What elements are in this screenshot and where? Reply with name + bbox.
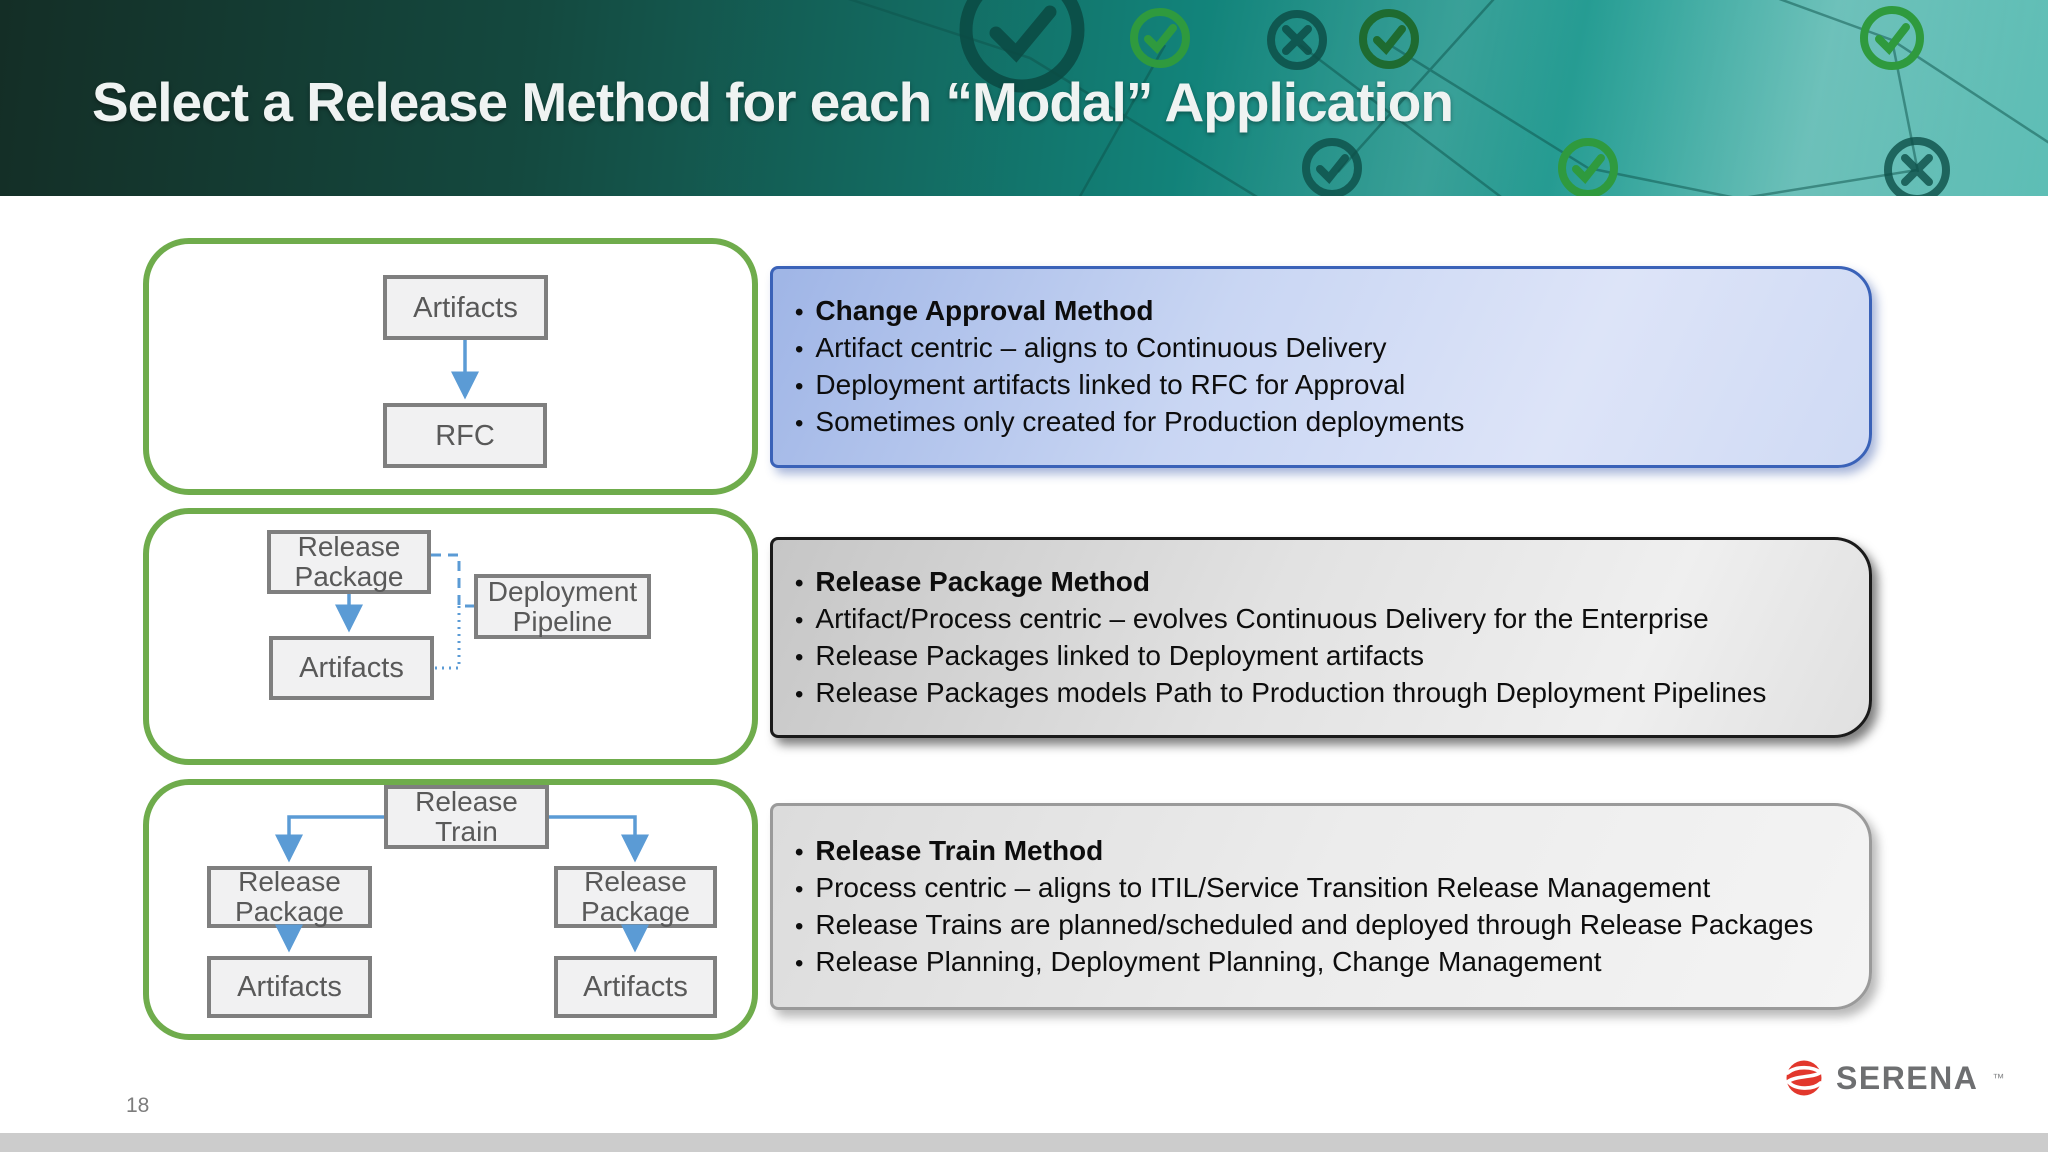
check-icon	[1130, 8, 1190, 68]
node-rfc: RFC	[383, 403, 547, 468]
bullet-item: Process centric – aligns to ITIL/Service…	[793, 870, 1869, 907]
header-network-graphic	[848, 0, 2048, 196]
bullet-item: Sometimes only created for Production de…	[793, 404, 1869, 441]
x-icon	[1267, 10, 1327, 70]
check-icon	[1860, 6, 1924, 70]
bullet-item: Release Packages models Path to Producti…	[793, 675, 1869, 712]
check-icon	[1302, 138, 1362, 196]
trademark-symbol: ™	[1992, 1071, 2005, 1085]
bullet-item: Artifact centric – aligns to Continuous …	[793, 330, 1869, 367]
header-banner: Select a Release Method for each “Modal”…	[0, 0, 2048, 196]
diagram-card-release-package: Release Package Deployment Pipeline Arti…	[143, 508, 758, 765]
node-artifacts-left: Artifacts	[207, 956, 372, 1018]
bullet-item: Release Planning, Deployment Planning, C…	[793, 944, 1869, 981]
bottom-bar	[0, 1133, 2048, 1152]
node-release-package: Release Package	[267, 530, 431, 594]
diagram-card-change-approval: Artifacts RFC	[143, 238, 758, 495]
node-artifacts: Artifacts	[269, 636, 434, 700]
check-icon	[959, 0, 1085, 93]
slide-title: Select a Release Method for each “Modal”…	[92, 71, 1454, 133]
check-icon	[1558, 138, 1618, 196]
panel-title: Release Package Method	[793, 564, 1869, 601]
method-panel-release-package: Release Package Method Artifact/Process …	[770, 537, 1872, 738]
method-panel-release-train: Release Train Method Process centric – a…	[770, 803, 1872, 1010]
network-lines	[848, 0, 2048, 196]
connector-arrow	[335, 553, 474, 670]
x-icon	[1884, 137, 1950, 196]
method-panel-change-approval: Change Approval Method Artifact centric …	[770, 266, 1872, 468]
check-icon	[1359, 9, 1419, 69]
node-artifacts-right: Artifacts	[554, 956, 717, 1018]
panel-title: Release Train Method	[793, 833, 1869, 870]
bullet-item: Release Trains are planned/scheduled and…	[793, 907, 1869, 944]
page-number: 18	[126, 1094, 150, 1117]
node-artifacts: Artifacts	[383, 275, 548, 340]
serena-logo-icon	[1785, 1060, 1824, 1096]
bullet-item: Artifact/Process centric – evolves Conti…	[793, 601, 1869, 638]
node-release-package-right: Release Package	[554, 866, 717, 928]
bullet-item: Deployment artifacts linked to RFC for A…	[793, 367, 1869, 404]
panel-title: Change Approval Method	[793, 293, 1869, 330]
bullet-item: Release Packages linked to Deployment ar…	[793, 638, 1869, 675]
node-release-package-left: Release Package	[207, 866, 372, 928]
node-release-train: Release Train	[384, 785, 549, 849]
serena-logo-text: SERENA	[1836, 1059, 1979, 1096]
node-deployment-pipeline: Deployment Pipeline	[474, 574, 651, 639]
diagram-card-release-train: Release Train Release Package Release Pa…	[143, 779, 758, 1040]
serena-logo: SERENA ™	[1784, 1058, 2004, 1098]
